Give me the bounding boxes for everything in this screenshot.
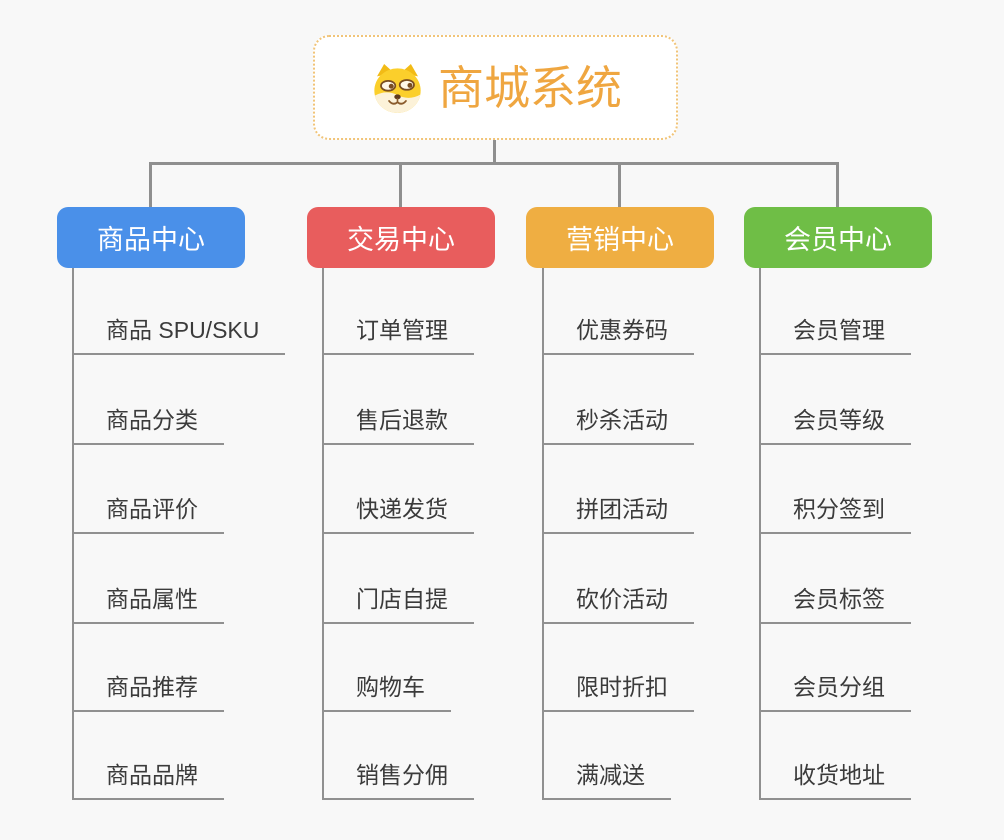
leaf-item[interactable]: 会员标签 (759, 585, 911, 624)
leaf-item[interactable]: 限时折扣 (542, 673, 694, 712)
root-title: 商城系统 (438, 61, 622, 114)
leaf-item[interactable]: 拼团活动 (542, 495, 694, 534)
leaf-item[interactable]: 满减送 (542, 761, 671, 800)
leaf-item[interactable]: 秒杀活动 (542, 406, 694, 445)
leaf-item[interactable]: 门店自提 (322, 585, 474, 624)
leaf-item[interactable]: 购物车 (322, 673, 451, 712)
connector-bus (149, 162, 839, 165)
connector-drop-trade (399, 162, 402, 208)
connector-drop-marketing (618, 162, 621, 208)
branch-label: 营销中心 (566, 225, 674, 255)
leaf-item[interactable]: 商品属性 (72, 585, 224, 624)
leaf-item[interactable]: 售后退款 (322, 406, 474, 445)
connector-drop-product (149, 162, 152, 208)
leaf-item[interactable]: 会员等级 (759, 406, 911, 445)
leaf-item[interactable]: 订单管理 (322, 316, 474, 355)
leaf-item[interactable]: 积分签到 (759, 495, 911, 534)
leaf-item[interactable]: 会员管理 (759, 316, 911, 355)
leaf-item[interactable]: 快递发货 (322, 495, 474, 534)
leaf-item[interactable]: 收货地址 (759, 761, 911, 800)
doge-icon (374, 63, 421, 113)
leaf-item[interactable]: 优惠券码 (542, 316, 694, 355)
branch-node-marketing-center[interactable]: 营销中心 (526, 207, 714, 268)
root-node[interactable]: 商城系统 (313, 35, 678, 140)
branch-node-member-center[interactable]: 会员中心 (744, 207, 932, 268)
leaf-item[interactable]: 商品 SPU/SKU (72, 316, 286, 355)
branch-label: 商品中心 (97, 225, 205, 255)
leaf-item[interactable]: 商品品牌 (72, 761, 224, 800)
connector-root-stem (493, 140, 496, 165)
connector-drop-member (836, 162, 839, 208)
branch-label: 会员中心 (784, 225, 892, 255)
branch-node-trade-center[interactable]: 交易中心 (307, 207, 495, 268)
leaf-item[interactable]: 会员分组 (759, 673, 911, 712)
leaf-item[interactable]: 销售分佣 (322, 761, 474, 800)
branch-node-product-center[interactable]: 商品中心 (57, 207, 245, 268)
branch-label: 交易中心 (347, 225, 455, 255)
leaf-item[interactable]: 商品推荐 (72, 673, 224, 712)
leaf-item[interactable]: 商品评价 (72, 495, 224, 534)
leaf-item[interactable]: 商品分类 (72, 406, 224, 445)
leaf-item[interactable]: 砍价活动 (542, 585, 694, 624)
